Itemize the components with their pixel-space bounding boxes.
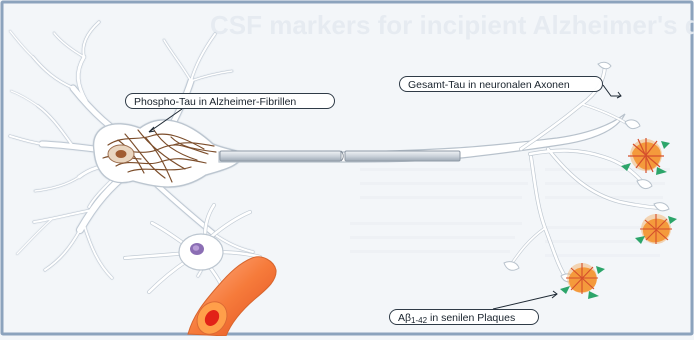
myelin-sheath-right (345, 151, 460, 161)
phospho-tau-label: Phospho-Tau in Alzheimer-Fibrillen (125, 93, 335, 109)
abeta-label-suffix: in senilen Plaques (427, 312, 515, 324)
myelin-sheath-left (220, 151, 341, 161)
faded-title: CSF markers for incipient Alzheimer's di… (210, 10, 694, 40)
abeta-label: Aβ1-42 in senilen Plaques (389, 309, 539, 325)
abeta-label-subscript: 1-42 (411, 316, 427, 325)
total-tau-label: Gesamt-Tau in neuronalen Axonen (399, 76, 603, 92)
abeta-label-prefix: Aβ (398, 312, 411, 324)
neuron-nucleolus (116, 150, 127, 158)
